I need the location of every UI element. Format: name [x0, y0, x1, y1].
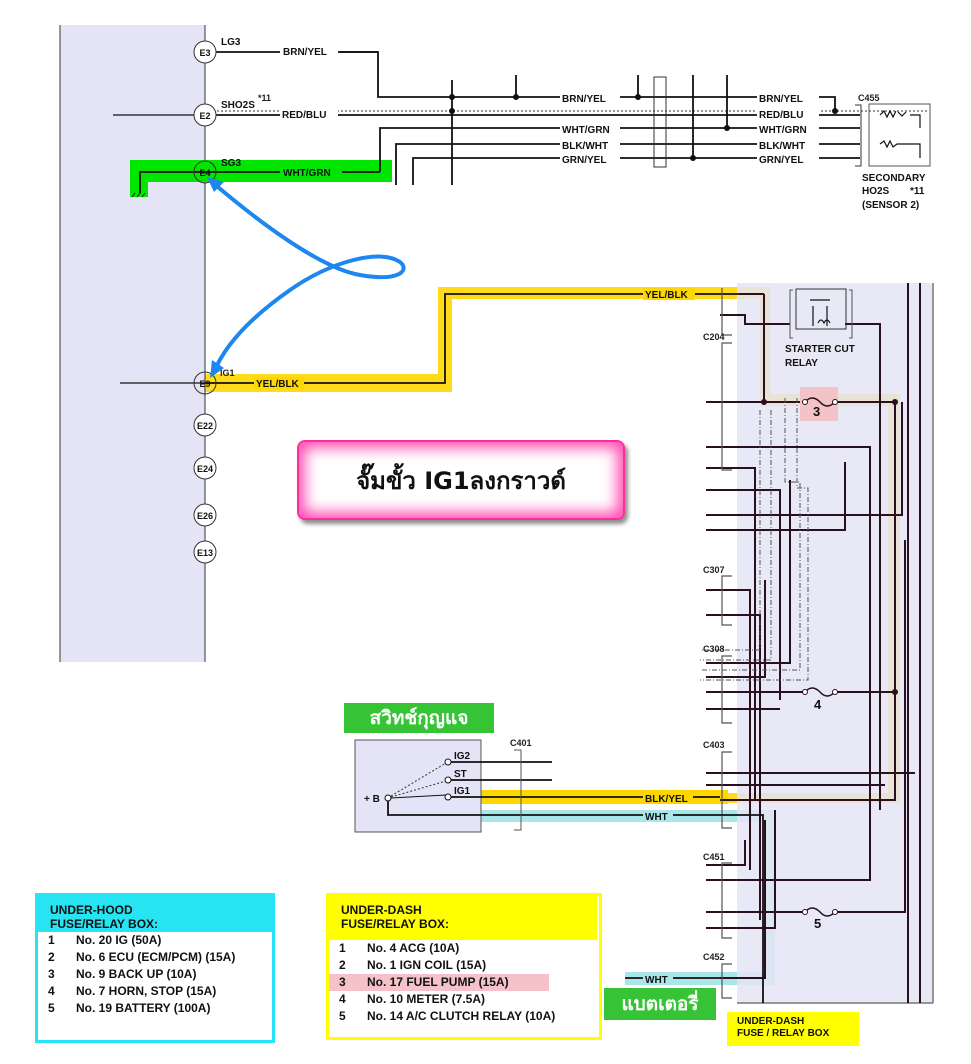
fuse-5: 5: [802, 907, 838, 931]
ecm-block: [60, 25, 205, 662]
callout-text: จั๊มขั้ว IG1ลงกราวด์: [356, 466, 566, 495]
ecm-pin-e4: E4 SG3 WHT/GRN: [131, 127, 660, 198]
legend-dash-title: UNDER-DASH FUSE/RELAY BOX:: [329, 896, 597, 940]
svg-text:E13: E13: [197, 548, 213, 558]
legend-hood-title: UNDER-HOOD FUSE/RELAY BOX:: [38, 896, 272, 932]
ecm-pin-e26: E26: [193, 503, 217, 527]
fuse-4: 4: [802, 687, 838, 712]
svg-text:YEL/BLK: YEL/BLK: [256, 379, 300, 390]
ignition-switch: + B IG2 ST IG1: [354, 739, 482, 833]
svg-text:E22: E22: [197, 421, 213, 431]
connector-c452: C452: [703, 952, 725, 962]
secondary-ho2s-sensor: C455 SECONDARY HO2S *11 (SENSOR 2): [855, 93, 931, 211]
svg-text:RELAY: RELAY: [785, 358, 818, 369]
svg-text:IG2: IG2: [454, 751, 471, 762]
ecm-pin-e9: E9 IG1 YEL/BLK YEL/BLK: [120, 288, 740, 395]
svg-text:BLK/WHT: BLK/WHT: [562, 141, 608, 152]
svg-text:E24: E24: [197, 464, 213, 474]
ecm-pin-e2: E2 SHO2S *11 RED/BLU: [113, 93, 928, 127]
svg-text:E9: E9: [199, 379, 210, 389]
fuse-box-dashed: [700, 398, 809, 681]
harness-right-labels: BRN/YEL RED/BLU WHT/GRN BLK/WHT GRN/YEL: [757, 91, 819, 166]
svg-text:C455: C455: [858, 93, 880, 103]
connector-c307: C307: [703, 565, 725, 575]
svg-text:+ B: + B: [364, 794, 380, 805]
instruction-callout: จั๊มขั้ว IG1ลงกราวด์: [297, 440, 625, 520]
connector-c204: C204: [703, 332, 725, 342]
battery-label: แบตเตอรี่: [604, 988, 716, 1020]
svg-text:4: 4: [814, 697, 822, 712]
svg-text:SECONDARY: SECONDARY: [862, 173, 926, 184]
svg-text:BRN/YEL: BRN/YEL: [283, 47, 327, 58]
under-dash-box-label: UNDER-DASH FUSE / RELAY BOX: [727, 1012, 859, 1046]
svg-text:GRN/YEL: GRN/YEL: [759, 155, 803, 166]
svg-text:3: 3: [813, 404, 820, 419]
svg-text:5: 5: [814, 916, 821, 931]
svg-text:WHT/GRN: WHT/GRN: [283, 168, 331, 179]
wire-label-wht: WHT: [645, 812, 668, 823]
fuse-box-connectors: [721, 288, 732, 999]
svg-text:GRN/YEL: GRN/YEL: [562, 155, 606, 166]
svg-text:HO2S: HO2S: [862, 186, 890, 197]
svg-text:E26: E26: [197, 511, 213, 521]
wire-label-blk-yel: BLK/YEL: [645, 794, 688, 805]
svg-text:WHT/GRN: WHT/GRN: [759, 125, 807, 136]
svg-text:E2: E2: [199, 111, 210, 121]
svg-text:E4: E4: [199, 168, 210, 178]
fuse-box-wiring: [706, 283, 921, 1003]
connector-c451: C451: [703, 852, 725, 862]
ecm-pin-e22: E22: [193, 413, 217, 437]
ecm-pin-e24: E24: [193, 456, 217, 480]
fuse-3: 3: [800, 387, 838, 421]
svg-text:LG3: LG3: [221, 37, 241, 48]
svg-text:BLK/WHT: BLK/WHT: [759, 141, 805, 152]
starter-cut-relay: STARTER CUT RELAY: [785, 288, 855, 369]
ecm-pin-e3: E3 LG3 BRN/YEL: [193, 37, 378, 64]
svg-text:BRN/YEL: BRN/YEL: [759, 94, 803, 105]
ecm-pin-e13: E13: [193, 540, 217, 564]
svg-text:STARTER CUT: STARTER CUT: [785, 344, 855, 355]
svg-text:WHT/GRN: WHT/GRN: [562, 125, 610, 136]
svg-text:RED/BLU: RED/BLU: [759, 110, 803, 121]
svg-text:*11: *11: [258, 93, 271, 103]
svg-text:RED/BLU: RED/BLU: [282, 110, 326, 121]
svg-text:SG3: SG3: [221, 158, 241, 169]
svg-text:YEL/BLK: YEL/BLK: [645, 290, 689, 301]
harness-left-labels: BRN/YEL WHT/GRN BLK/WHT GRN/YEL: [560, 91, 620, 166]
connector-c308: C308: [703, 644, 725, 654]
jumper-arrow: [207, 177, 406, 378]
svg-text:ST: ST: [454, 769, 467, 780]
connector-c403: C403: [703, 740, 725, 750]
svg-text:IG1: IG1: [220, 368, 235, 378]
svg-text:BRN/YEL: BRN/YEL: [562, 94, 606, 105]
svg-text:IG1: IG1: [454, 786, 471, 797]
connector-c401: C401: [510, 738, 532, 748]
svg-text:SHO2S: SHO2S: [221, 100, 255, 111]
svg-text:E3: E3: [199, 48, 210, 58]
svg-text:*11: *11: [910, 186, 925, 197]
battery-wire-label: WHT: [645, 975, 668, 986]
ignition-switch-label: สวิทช์กุญแจ: [344, 703, 494, 733]
svg-text:(SENSOR 2): (SENSOR 2): [862, 200, 919, 211]
